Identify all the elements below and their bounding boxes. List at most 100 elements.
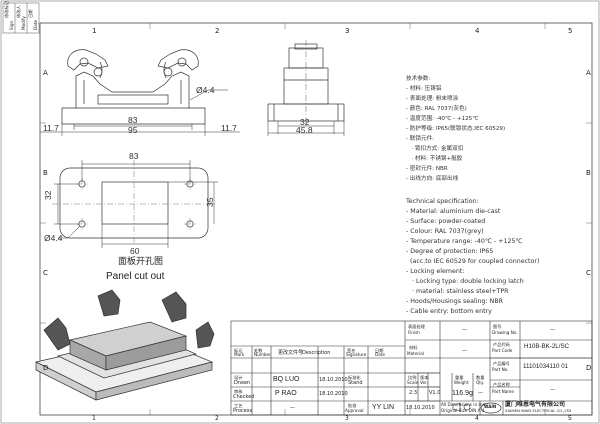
dim-front-11-7-left: 11.7 <box>43 123 59 133</box>
spec-cn-block: 技术参数: - 材料: 压铸铝 - 表面处理: 粉末喷涂 - 颜色: RAL 7… <box>406 74 505 184</box>
dim-front-11-7-right: 11.7 <box>221 123 237 133</box>
spec-cn-line: - 表面处理: 粉末喷涂 <box>406 96 459 102</box>
tb-change-cn: 更改文件号 <box>278 350 304 356</box>
panel-cutout-title-cn: 面板开孔图 <box>118 257 164 267</box>
dim-front-83: 83 <box>128 115 138 125</box>
tb-drawn-en: Drawn <box>234 380 251 386</box>
tb-version-value: V1.0 <box>429 390 441 396</box>
tb-drawn-name: BQ LUO <box>273 376 300 383</box>
tb-size-note: Original Size DIN A 4 <box>441 408 485 413</box>
tb-weight-en: Weight <box>454 380 469 385</box>
zone-right-b: B <box>586 169 591 177</box>
dim-front-hole: Ø4.4 <box>196 85 215 95</box>
zone-top-2: 2 <box>215 27 220 35</box>
revision-header-sign: 修改标记 <box>4 1 9 18</box>
tb-part-name-value: — <box>550 387 555 393</box>
tb-version-en: Ver. <box>420 380 428 385</box>
tb-signature-en: Signature <box>346 352 367 357</box>
spec-en-line: - Cable entry: bottom entry <box>406 308 492 315</box>
tb-part-code-value: H10B-BK-2L/SC <box>524 343 570 350</box>
tb-finish-en: Finish <box>408 330 420 335</box>
tb-finish-cn: 表面处理 <box>408 324 425 329</box>
spec-en-line: · Locking type: double locking latch <box>406 278 524 285</box>
dim-side-32: 32 <box>300 117 310 127</box>
tb-approval-en: Approval <box>345 408 364 413</box>
tb-company-cn: 厦门唯恩电气有限公司 <box>505 401 566 408</box>
side-view <box>267 40 345 128</box>
spec-cn-line: - 温度范围: -40℃ - +125℃ <box>406 116 479 122</box>
tb-qty-en-label: Qty. <box>476 380 485 385</box>
projection-symbol <box>452 402 471 412</box>
zone-bottom-2: 2 <box>215 415 219 422</box>
panel-cutout-title-en: Panel cut out <box>106 271 165 282</box>
revision-header-modify-en: Modify <box>21 16 26 30</box>
spec-en-line: - Surface: powder-coated <box>406 218 486 225</box>
panel-cutout-dims <box>54 160 218 248</box>
tb-weight-value: 116.9g <box>452 390 473 397</box>
zone-left-d: D <box>43 364 49 372</box>
zone-bottom-5: 5 <box>568 415 572 422</box>
zone-bottom-3: 3 <box>345 415 349 422</box>
tb-finish-value: — <box>462 327 467 333</box>
zone-right-a: A <box>586 69 591 77</box>
tb-part-no-en: Part No. <box>492 367 509 372</box>
spec-en-line: - Material: aluminium die-cast <box>406 208 501 215</box>
spec-en-heading: Technical specification: <box>406 198 479 205</box>
tb-qty-cn-label: 数量 <box>476 375 485 380</box>
revision-table <box>2 2 40 34</box>
tb-units-note: All Dimensions in mm <box>441 402 487 407</box>
tb-scale-value: 2:3 <box>409 390 418 396</box>
spec-en-line: - Locking element: <box>406 268 465 275</box>
tb-part-no-cn: 产品编号 <box>493 361 510 366</box>
tb-process-name: — <box>290 405 295 411</box>
tb-drawing-no-en: Drawing No. <box>492 330 518 335</box>
spec-cn-line: · 锁扣方式: 金属双扣 <box>406 146 464 152</box>
tb-qty-cn: 处数 <box>254 348 263 353</box>
spec-en-line: (acc.to IEC 60529 for coupled connector) <box>406 258 540 265</box>
zone-top-4: 4 <box>475 27 480 35</box>
tb-material-value: — <box>462 348 467 354</box>
dim-cut-32: 32 <box>43 190 53 200</box>
tb-part-name-en: Part Name <box>492 389 514 394</box>
tb-mark-cn: 标记 <box>234 348 243 353</box>
tb-date-cn: 日期 <box>375 348 384 353</box>
tb-version-cn: 版本 <box>420 375 429 380</box>
side-view-dims <box>267 121 345 136</box>
zone-top-5: 5 <box>568 27 573 35</box>
tb-drawing-no-cn: 图号 <box>493 324 502 329</box>
zone-bottom-4: 4 <box>475 415 479 422</box>
tb-approval-cn: 批准 <box>348 403 357 408</box>
tb-part-no-value: 11101034110 01 <box>523 363 569 370</box>
tb-process-cn: 工艺 <box>234 403 243 408</box>
zone-left-b: B <box>43 169 48 177</box>
tb-company-en: XIAMEN WAIN ELECTRICAL CO.,LTD <box>505 408 572 413</box>
tb-part-code-cn: 产品代码 <box>493 342 510 347</box>
tb-part-name-cn: 产品名称 <box>493 382 510 387</box>
tb-process-en: Process <box>233 408 252 414</box>
dim-cut-35: 35 <box>205 197 215 207</box>
tb-checked-name: P RAO <box>275 390 297 397</box>
tb-mark-en: Mark <box>234 352 245 357</box>
tb-material-en: Material <box>407 351 425 356</box>
wain-logo <box>480 402 502 414</box>
tb-checked-date: 18.10.2010 <box>319 391 348 397</box>
spec-cn-line: - 颜色: RAL 7037(灰色) <box>406 106 467 112</box>
zone-right-c: C <box>586 269 591 277</box>
spec-cn-line: - 出线方向: 底部出线 <box>406 176 459 182</box>
tb-standard-en: Stand <box>348 380 363 386</box>
zone-bottom-1: 1 <box>92 415 96 422</box>
tb-logo-text: WAIN <box>484 404 497 409</box>
dim-side-45-8: 45.8 <box>296 125 313 135</box>
spec-cn-heading: 技术参数: <box>406 76 431 82</box>
tb-signature-cn: 签名 <box>347 348 356 353</box>
zone-top-1: 1 <box>92 27 97 35</box>
revision-header-date-en: Date <box>33 19 38 30</box>
tb-scale-cn: 比例 <box>408 375 417 380</box>
zone-markers <box>40 23 592 415</box>
tb-drawing-no-value: — <box>550 327 555 333</box>
tb-change-en: Description <box>302 350 331 356</box>
dim-cut-60: 60 <box>130 246 140 256</box>
dim-cut-hole: Ø4.4 <box>44 233 63 243</box>
front-view-dims <box>40 89 240 136</box>
